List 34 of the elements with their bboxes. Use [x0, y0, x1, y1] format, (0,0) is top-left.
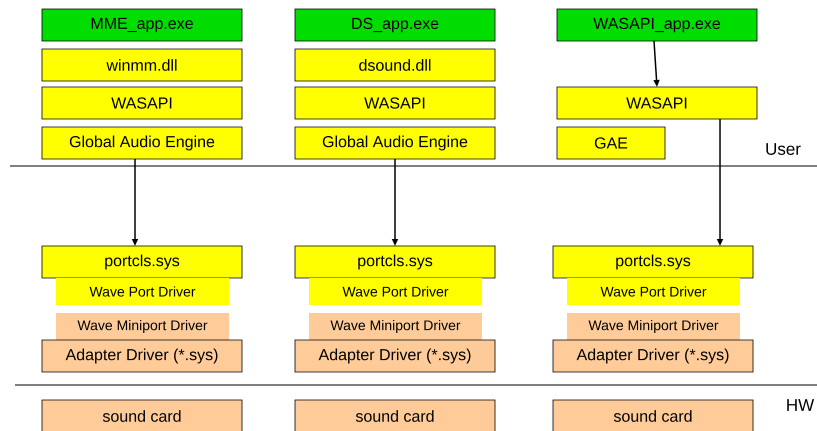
component-box: WASAPI	[556, 86, 758, 120]
node-label: Wave Port Driver	[342, 286, 448, 297]
driver-box: Wave Miniport Driver	[567, 313, 740, 340]
sound-card-box: sound card	[42, 400, 242, 431]
node-label: Wave Port Driver	[90, 286, 196, 297]
driver-box: Wave Miniport Driver	[309, 313, 482, 340]
component-box: WASAPI	[42, 86, 242, 120]
component-box: WASAPI	[294, 86, 496, 120]
component-box: portcls.sys	[294, 246, 496, 278]
driver-box: Adapter Driver (*.sys)	[42, 340, 242, 372]
application-box: DS_app.exe	[294, 8, 496, 42]
application-box: MME_app.exe	[42, 8, 242, 42]
driver-box: Wave Port Driver	[309, 278, 482, 305]
node-label: Wave Miniport Driver	[330, 320, 460, 334]
sound-card-box: sound card	[294, 400, 496, 431]
application-box: WASAPI_app.exe	[556, 8, 758, 42]
component-box: winmm.dll	[42, 48, 242, 82]
node-label: Wave Port Driver	[600, 286, 706, 297]
component-box: portcls.sys	[42, 246, 242, 278]
component-box: GAE	[556, 126, 666, 160]
driver-box: Wave Port Driver	[56, 278, 229, 305]
driver-box: Adapter Driver (*.sys)	[552, 340, 754, 372]
component-box: Global Audio Engine	[42, 126, 242, 160]
driver-box: Adapter Driver (*.sys)	[294, 340, 496, 372]
sound-card-box: sound card	[552, 400, 754, 431]
node-label: Wave Miniport Driver	[77, 320, 208, 334]
component-box: dsound.dll	[294, 48, 496, 82]
layer-label: User	[766, 143, 801, 155]
node-label: Wave Miniport Driver	[588, 320, 718, 334]
layer-label: HW	[787, 399, 814, 411]
driver-box: Wave Miniport Driver	[56, 313, 229, 340]
driver-box: Wave Port Driver	[567, 278, 740, 305]
component-box: portcls.sys	[552, 246, 754, 278]
component-box: Global Audio Engine	[294, 126, 496, 160]
